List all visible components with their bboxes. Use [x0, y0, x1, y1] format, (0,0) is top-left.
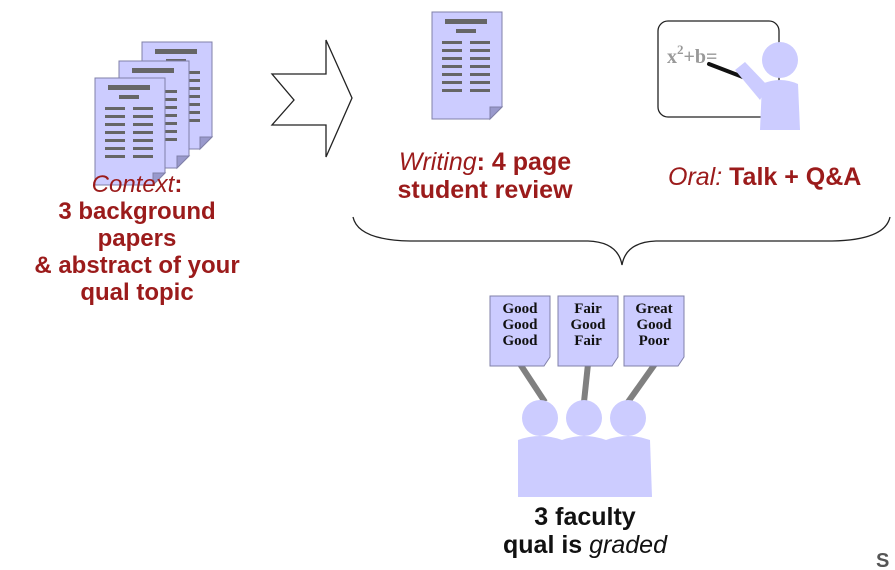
paper-front-icon	[94, 77, 166, 186]
graded-word: graded	[589, 531, 667, 559]
context-line-5: qual topic	[80, 278, 194, 306]
presenter-arm-icon	[735, 62, 768, 100]
presenter-at-board-icon: x2+b=	[657, 20, 800, 130]
context-caption: Context: 3 background papers & abstract …	[12, 171, 262, 306]
oral-caption: Oral: Talk + Q&A	[668, 163, 862, 191]
faculty-caption: 3 faculty qual is graded	[460, 503, 710, 559]
grade-sheet-2-text: Fair Good Fair	[570, 301, 606, 349]
writing-caption: Writing: 4 page student review	[360, 148, 610, 204]
curly-brace-icon	[352, 216, 891, 266]
faculty-body-icon	[518, 436, 565, 497]
corner-letter: S	[876, 550, 890, 570]
context-label: Context	[91, 171, 175, 198]
review-document-icon	[431, 11, 503, 120]
grade-sheet-icon	[557, 295, 619, 367]
presenter-head-icon	[762, 42, 798, 78]
grade-stick	[517, 362, 548, 404]
faculty-body-icon	[560, 436, 608, 497]
grade-sheets-group	[489, 295, 685, 404]
grade-stick	[625, 362, 658, 404]
grade-sheet-3-text: Great Good Poor	[635, 301, 673, 349]
context-line-4: & abstract of your	[34, 251, 240, 279]
faculty-head-icon	[610, 400, 646, 436]
right-arrow-icon	[270, 39, 353, 158]
writing-label: Writing	[398, 148, 477, 176]
faculty-body-icon	[604, 436, 652, 497]
faculty-line-1: 3 faculty	[534, 503, 636, 531]
grade-sheet-icon	[623, 295, 685, 367]
presenter-body-icon	[760, 80, 800, 130]
writing-line-2: student review	[397, 176, 573, 204]
grade-stick	[581, 363, 591, 403]
oral-label: Oral:	[668, 163, 723, 191]
faculty-head-icon	[522, 400, 558, 436]
context-line-2: 3 background	[58, 197, 216, 225]
faculty-head-icon	[566, 400, 602, 436]
grade-sheet-1-text: Good Good Good	[502, 301, 538, 349]
grade-sheet-icon	[489, 295, 551, 367]
context-line-3: papers	[97, 224, 177, 252]
faculty-people-icon	[518, 400, 652, 497]
background-papers-stack-icon	[94, 41, 213, 186]
